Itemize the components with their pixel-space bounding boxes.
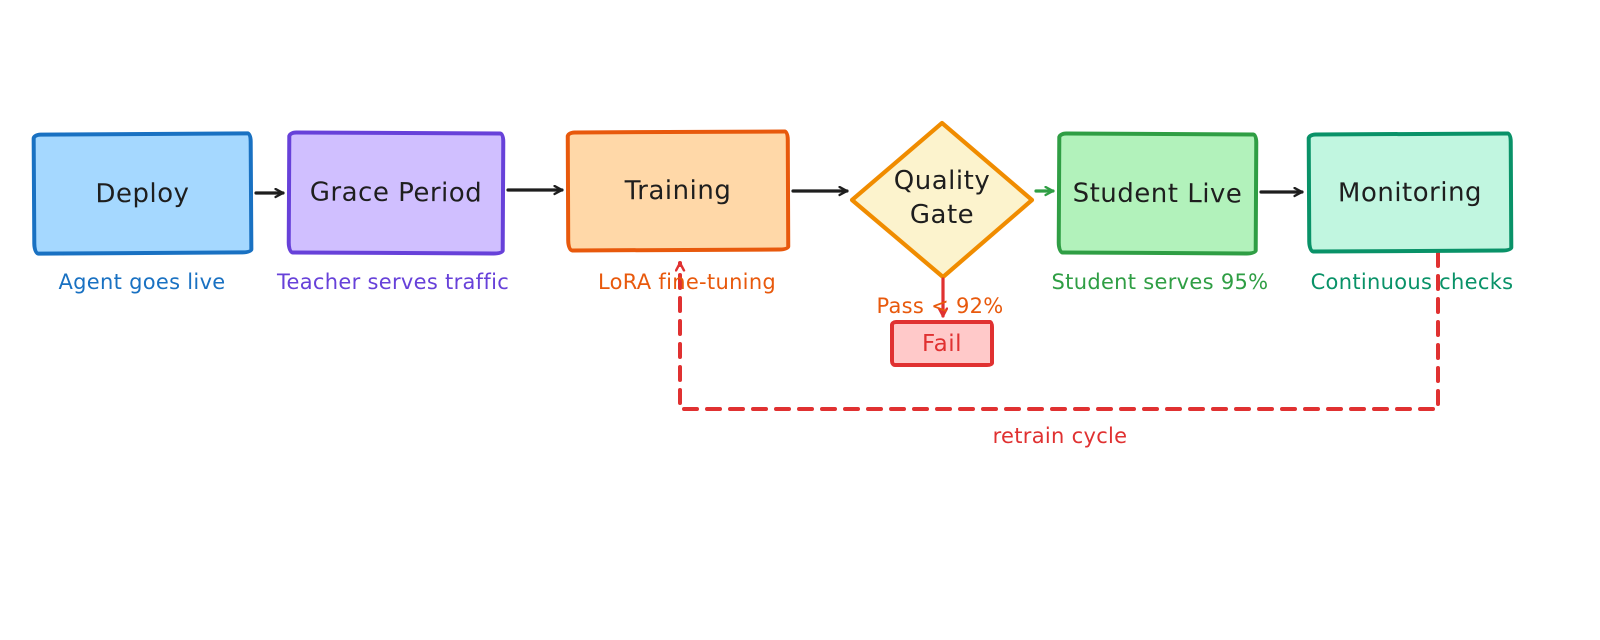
- node-training: Training: [565, 129, 791, 253]
- node-deploy-label: Deploy: [95, 178, 190, 209]
- node-fail-label: Fail: [922, 330, 962, 357]
- caption-grace-period: Teacher serves traffic: [276, 270, 510, 294]
- edge-label-pass-threshold: Pass < 92%: [876, 294, 1004, 318]
- node-monitoring: Monitoring: [1306, 131, 1514, 254]
- node-deploy: Deploy: [31, 131, 254, 256]
- node-training-label: Training: [624, 175, 732, 207]
- node-quality-gate-label: Quality Gate: [893, 166, 991, 231]
- node-fail: Fail: [890, 320, 994, 367]
- node-student-live-label: Student Live: [1072, 178, 1243, 209]
- node-grace-period-label: Grace Period: [309, 177, 483, 209]
- node-grace-period: Grace Period: [286, 130, 506, 256]
- edge-label-retrain-cycle: retrain cycle: [992, 424, 1128, 448]
- node-monitoring-label: Monitoring: [1337, 177, 1483, 208]
- node-student-live: Student Live: [1056, 131, 1259, 256]
- caption-monitoring: Continuous checks: [1310, 270, 1514, 294]
- caption-deploy: Agent goes live: [58, 270, 226, 294]
- caption-training: LoRA fine-tuning: [597, 270, 777, 294]
